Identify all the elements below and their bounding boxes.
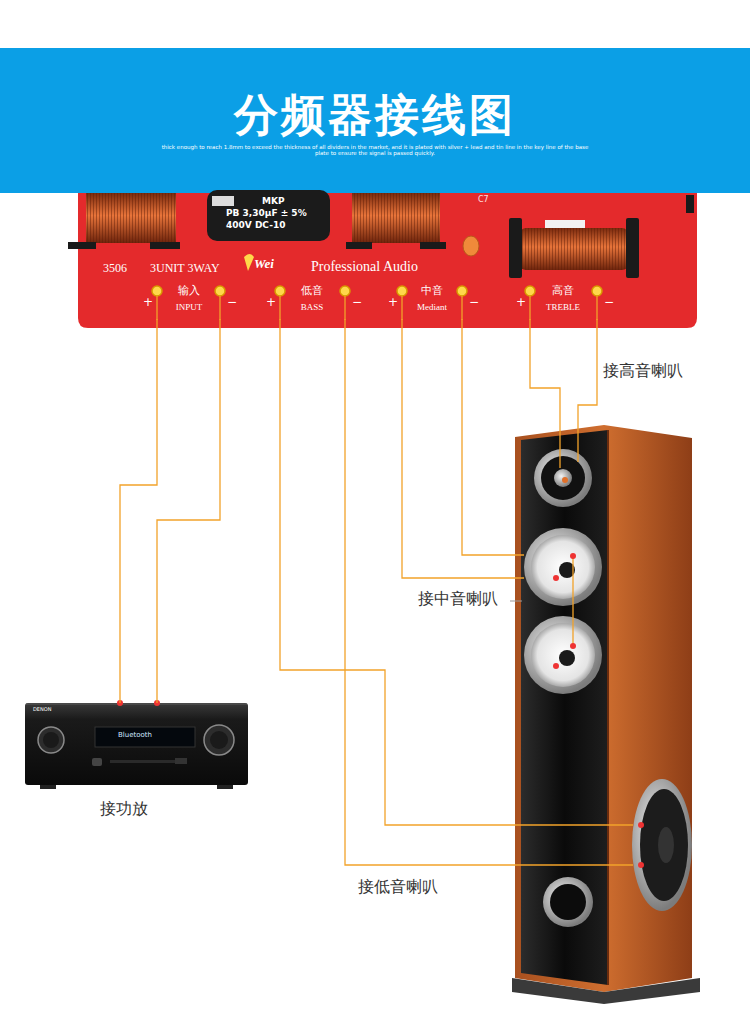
terminal-label: 低音: [301, 285, 323, 298]
amplifier: DENONBluetooth接功放: [25, 703, 248, 785]
model-name: 3UNIT 3WAY: [150, 262, 220, 276]
polarity-sign: +: [143, 296, 153, 310]
callout-label: 接功放: [100, 800, 148, 818]
speaker-wire: [578, 319, 597, 450]
display-text: Bluetooth: [118, 731, 152, 739]
speaker-wire: [280, 319, 633, 825]
mid-terminal: 中音 Mediant: [396, 283, 468, 319]
terminal-label: 中音: [421, 285, 443, 298]
polarity-sign: −: [604, 296, 614, 310]
speaker-wire: [120, 319, 157, 703]
callout-label: 接低音喇叭: [358, 878, 438, 896]
terminal-label: Mediant: [417, 302, 447, 312]
speaker-wire: [530, 319, 560, 450]
terminal-label: TREBLE: [546, 302, 580, 312]
part-reference: C7: [478, 195, 489, 204]
bass-terminal: 低音 BASS: [274, 283, 351, 319]
tweeter: 接高音喇叭: [535, 450, 591, 506]
polarity-sign: −: [352, 296, 362, 310]
capacitor-marking: 400V DC-10: [226, 220, 285, 230]
capacitor-marking: PB 3,30μF ± 5%: [226, 208, 307, 218]
treble-terminal: 高音 TREBLE: [524, 283, 603, 319]
terminal-label: 输入: [178, 285, 200, 298]
terminal-label: 高音: [552, 285, 574, 298]
model-number: 3506: [103, 262, 127, 276]
speaker-wire: [345, 319, 633, 865]
capacitor-marking: MKP: [262, 196, 285, 206]
polarity-sign: +: [516, 296, 526, 310]
callout-label: 接中音喇叭: [418, 590, 498, 608]
polarity-sign: −: [469, 296, 479, 310]
speaker-wire: [157, 319, 220, 703]
brand-logo: Wei: [254, 257, 274, 272]
polarity-sign: +: [388, 296, 398, 310]
subtitle-note: thick enough to reach 1.8mm to exceed th…: [155, 144, 595, 157]
terminal-label: INPUT: [176, 302, 203, 312]
callout-label: 接高音喇叭: [603, 362, 683, 380]
woofer: 接低音喇叭: [633, 780, 695, 910]
input-terminal: 输入 INPUT: [151, 283, 226, 319]
midrange-drivers: 接中音喇叭: [524, 528, 602, 694]
speaker-wire: [402, 319, 524, 578]
page-title: 分频器接线图: [0, 90, 750, 141]
polarity-sign: +: [266, 296, 276, 310]
speaker-wire: [462, 319, 524, 555]
terminal-label: BASS: [301, 302, 324, 312]
board-slogan: Professional Audio: [311, 259, 418, 275]
polarity-sign: −: [227, 296, 237, 310]
brand-name: DENON: [33, 707, 51, 713]
